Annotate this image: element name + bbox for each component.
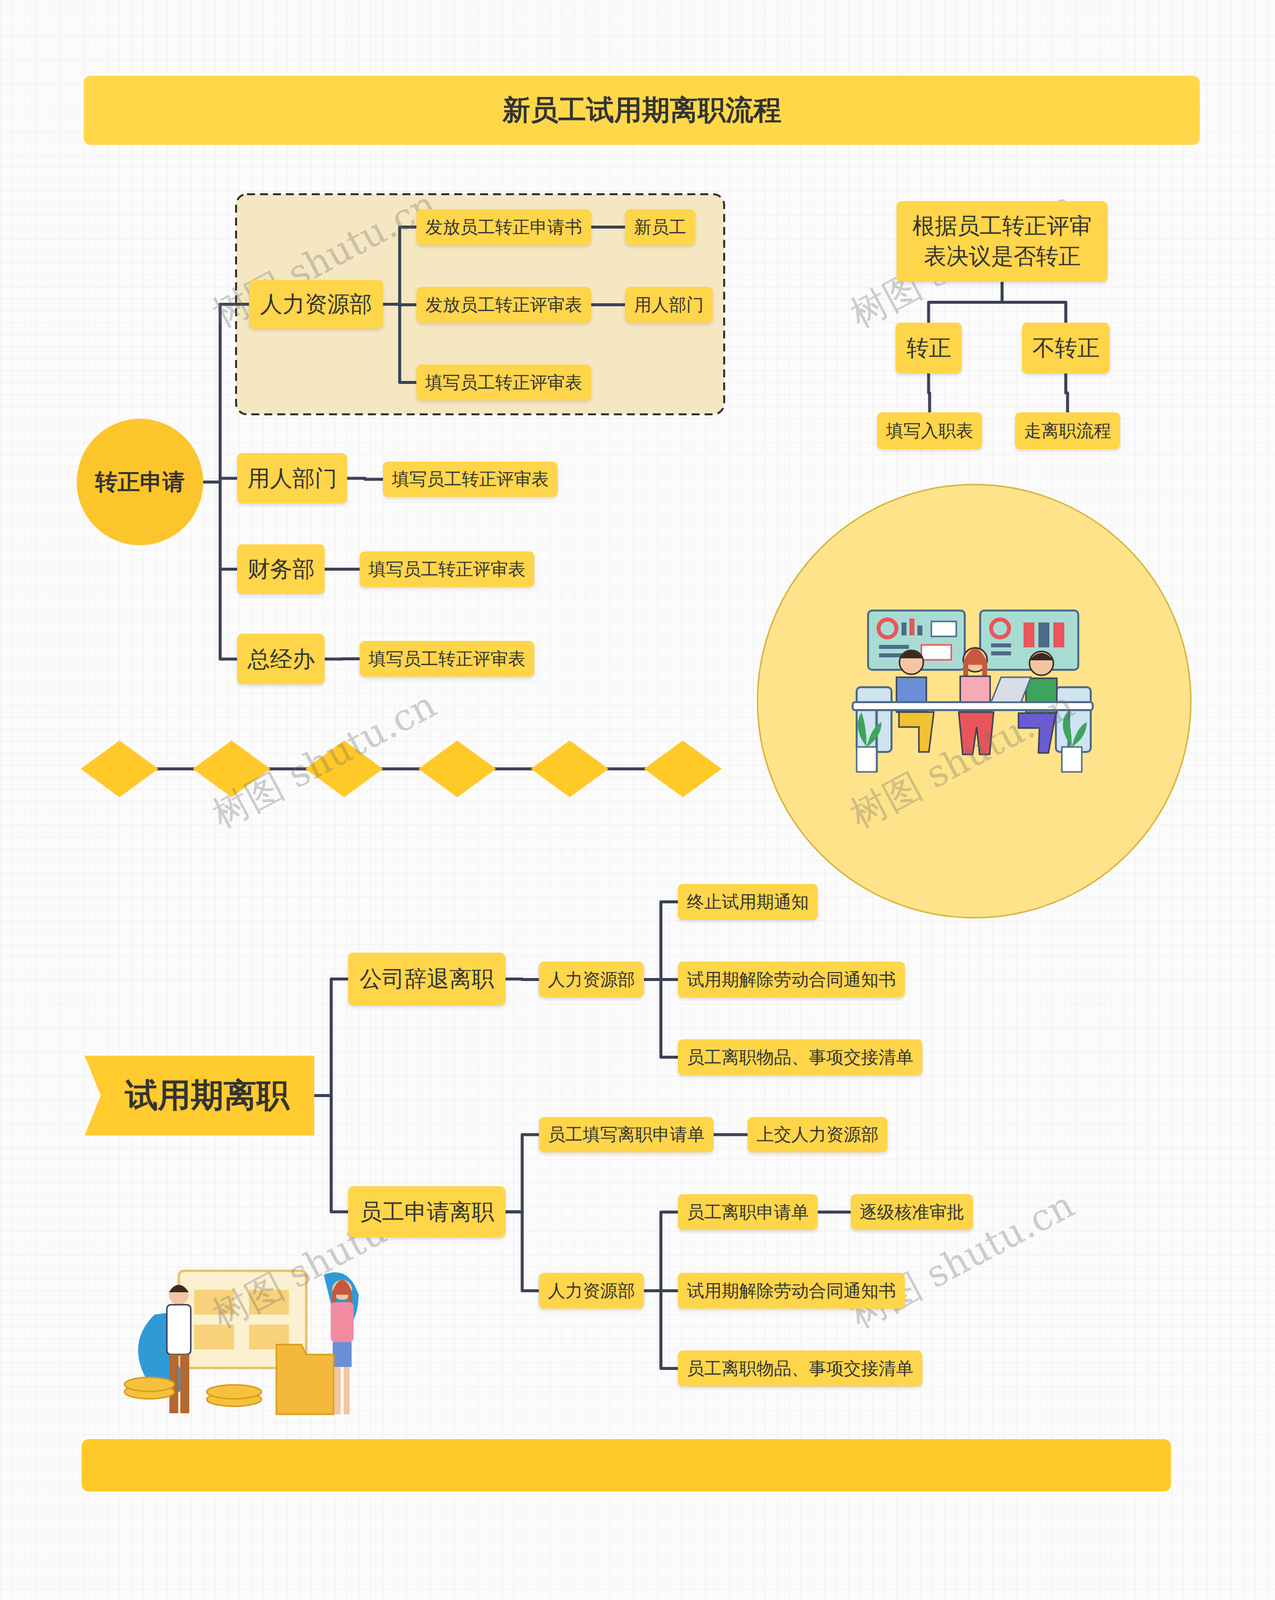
process-box: 逐级核准审批 [850, 1194, 974, 1231]
process-box: 试用期解除劳动合同通知书 [677, 1273, 905, 1309]
process-box: 终止试用期通知 [677, 884, 818, 920]
process-box: 试用期解除劳动合同通知书 [677, 961, 905, 998]
connector [1002, 281, 1066, 323]
start-circle: 转正申请 [76, 418, 204, 546]
node-text: 新员工 [634, 215, 687, 240]
process-box: 员工离职物品、事项交接清单 [677, 1350, 923, 1387]
process-box: 人力资源部 [538, 961, 644, 998]
node-text: 员工离职申请单 [686, 1200, 809, 1225]
connector [591, 303, 626, 307]
node-text: 终止试用期通知 [686, 890, 809, 914]
node-text: 转正申请 [95, 467, 185, 498]
node-text: 员工申请离职 [359, 1197, 495, 1228]
connector [643, 901, 678, 980]
node-text: 人力资源部 [547, 1279, 636, 1303]
connector [505, 1212, 539, 1292]
node-text: 填写员工转正评审表 [391, 467, 549, 492]
process-box: 总经办 [237, 634, 325, 685]
connector [505, 979, 539, 980]
connector [382, 304, 417, 383]
process-box: 员工离职物品、事项交接清单 [677, 1039, 923, 1076]
connector [505, 1135, 539, 1213]
connector [314, 979, 349, 1096]
node-text: 转正 [906, 333, 952, 364]
connector [591, 225, 626, 229]
connector [203, 482, 238, 660]
node-text: 总经办 [247, 644, 315, 675]
process-box: 人力资源部 [538, 1273, 644, 1309]
process-box: 填写员工转正评审表 [416, 364, 592, 401]
node-text: 根据员工转正评审表决议是否转正 [909, 211, 1095, 272]
decision-box: 根据员工转正评审表决议是否转正 [896, 201, 1108, 282]
process-box: 财务部 [237, 544, 325, 595]
process-box: 新员工 [625, 209, 696, 246]
connector [1065, 373, 1068, 413]
process-box: 人力资源部 [249, 279, 383, 329]
process-box: 走离职流程 [1015, 412, 1121, 450]
process-box: 员工申请离职 [348, 1186, 506, 1238]
connector [643, 1290, 678, 1369]
meeting-illustration [757, 484, 1191, 918]
process-box: 填写员工转正评审表 [359, 640, 535, 677]
node-text: 填写入职表 [886, 419, 974, 443]
node-text: 试用期解除劳动合同通知书 [686, 1279, 896, 1303]
node-text: 发放员工转正评审表 [425, 293, 583, 317]
node-text: 员工离职物品、事项交接清单 [686, 1357, 914, 1381]
node-text: 用人部门 [634, 293, 704, 317]
node-text: 试用期解除劳动合同通知书 [686, 968, 896, 992]
group-region [236, 194, 725, 415]
node-text: 用人部门 [247, 463, 338, 494]
process-box: 用人部门 [625, 286, 713, 323]
process-box: 上交人力资源部 [747, 1117, 888, 1153]
node-text: 上交人力资源部 [756, 1123, 879, 1147]
section-banner: 试用期离职 [84, 1055, 315, 1136]
connector [713, 1133, 748, 1137]
footer-band [81, 1439, 1171, 1492]
connector [817, 1210, 851, 1214]
process-box: 填写员工转正评审表 [382, 461, 558, 498]
connector [314, 1095, 349, 1213]
diamond-chain [80, 740, 722, 798]
connector [324, 657, 360, 661]
connector [643, 979, 678, 1058]
process-box: 填写员工转正评审表 [359, 551, 535, 588]
process-box: 不转正 [1021, 322, 1110, 374]
process-box: 员工填写离职申请单 [538, 1117, 714, 1153]
node-text: 填写员工转正评审表 [425, 371, 583, 395]
node-text: 逐级核准审批 [859, 1200, 965, 1225]
process-box: 公司辞退离职 [348, 952, 506, 1006]
node-text: 走离职流程 [1023, 419, 1112, 443]
connector [928, 373, 930, 413]
title-band: 新员工试用期离职流程 [83, 75, 1200, 145]
diagram-title: 新员工试用期离职流程 [502, 91, 782, 130]
process-box: 发放员工转正申请书 [416, 209, 592, 246]
connector [643, 1212, 678, 1291]
node-text: 人力资源部 [547, 968, 636, 992]
node-text: 公司辞退离职 [359, 964, 495, 995]
connector [347, 478, 383, 480]
node-text: 试用期离职 [125, 1073, 290, 1119]
node-text: 填写员工转正评审表 [368, 647, 526, 671]
node-text: 财务部 [247, 554, 315, 585]
node-text: 不转正 [1032, 333, 1100, 364]
process-box: 用人部门 [237, 453, 348, 504]
node-text: 填写员工转正评审表 [368, 557, 526, 582]
connector [324, 567, 360, 571]
node-text: 员工离职物品、事项交接清单 [686, 1045, 914, 1070]
node-text: 员工填写离职申请单 [547, 1123, 705, 1147]
node-text: 人力资源部 [259, 289, 373, 320]
process-box: 发放员工转正评审表 [416, 286, 592, 323]
node-text: 发放员工转正申请书 [425, 215, 583, 240]
process-box: 填写入职表 [877, 412, 983, 450]
process-box: 转正 [895, 322, 962, 374]
process-box: 员工离职申请单 [677, 1194, 818, 1231]
